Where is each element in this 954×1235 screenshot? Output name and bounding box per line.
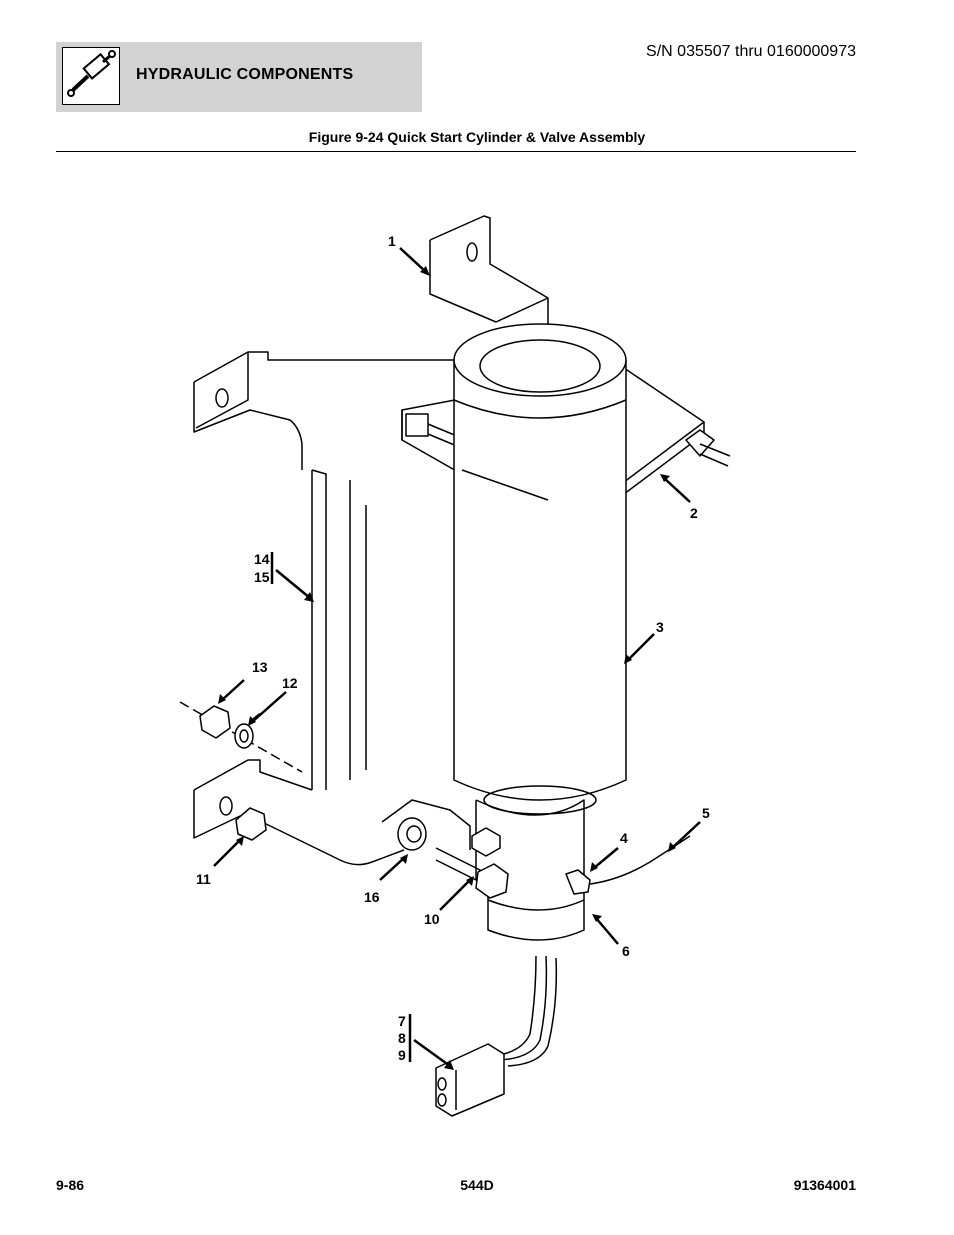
callout-6: 6	[622, 943, 630, 959]
callout-11: 11	[196, 871, 211, 887]
callout-13: 13	[252, 659, 268, 675]
header-rule	[56, 151, 856, 152]
valve-body	[471, 785, 597, 941]
section-title: HYDRAULIC COMPONENTS	[136, 66, 354, 83]
callout-12: 12	[282, 675, 298, 691]
leader-arrows	[213, 247, 701, 1068]
serial-number-range: S/N 035507 thru 0160000973	[646, 43, 856, 60]
hydraulic-cylinder-icon	[62, 47, 120, 105]
quick-start-cylinder	[453, 323, 627, 801]
arrowheads	[218, 266, 676, 1070]
callout-4: 4	[620, 830, 628, 846]
page-number: 9-86	[56, 1177, 85, 1193]
figure-title: Figure 9-24 Quick Start Cylinder & Valve…	[308, 129, 646, 145]
callout-7: 7	[398, 1013, 406, 1029]
callout-1: 1	[388, 233, 396, 249]
callout-2: 2	[690, 505, 698, 521]
callout-3: 3	[656, 619, 664, 635]
callout-5: 5	[702, 805, 710, 821]
wing-nut-right	[685, 429, 731, 467]
callout-14: 14	[254, 551, 270, 567]
upper-bracket	[429, 215, 549, 343]
manual-part-number: 91364001	[793, 1177, 856, 1193]
callout-16: 16	[364, 889, 380, 905]
callout-15: 15	[254, 569, 270, 585]
callout-9: 9	[398, 1047, 406, 1063]
model-number: 544D	[460, 1177, 494, 1193]
harness-connector	[435, 955, 558, 1117]
callout-8: 8	[398, 1030, 406, 1046]
hex-nuts	[199, 705, 267, 841]
callout-brackets	[270, 552, 412, 1062]
callout-10: 10	[424, 911, 440, 927]
mounting-plate	[179, 351, 460, 866]
bolt-washer	[381, 799, 509, 899]
